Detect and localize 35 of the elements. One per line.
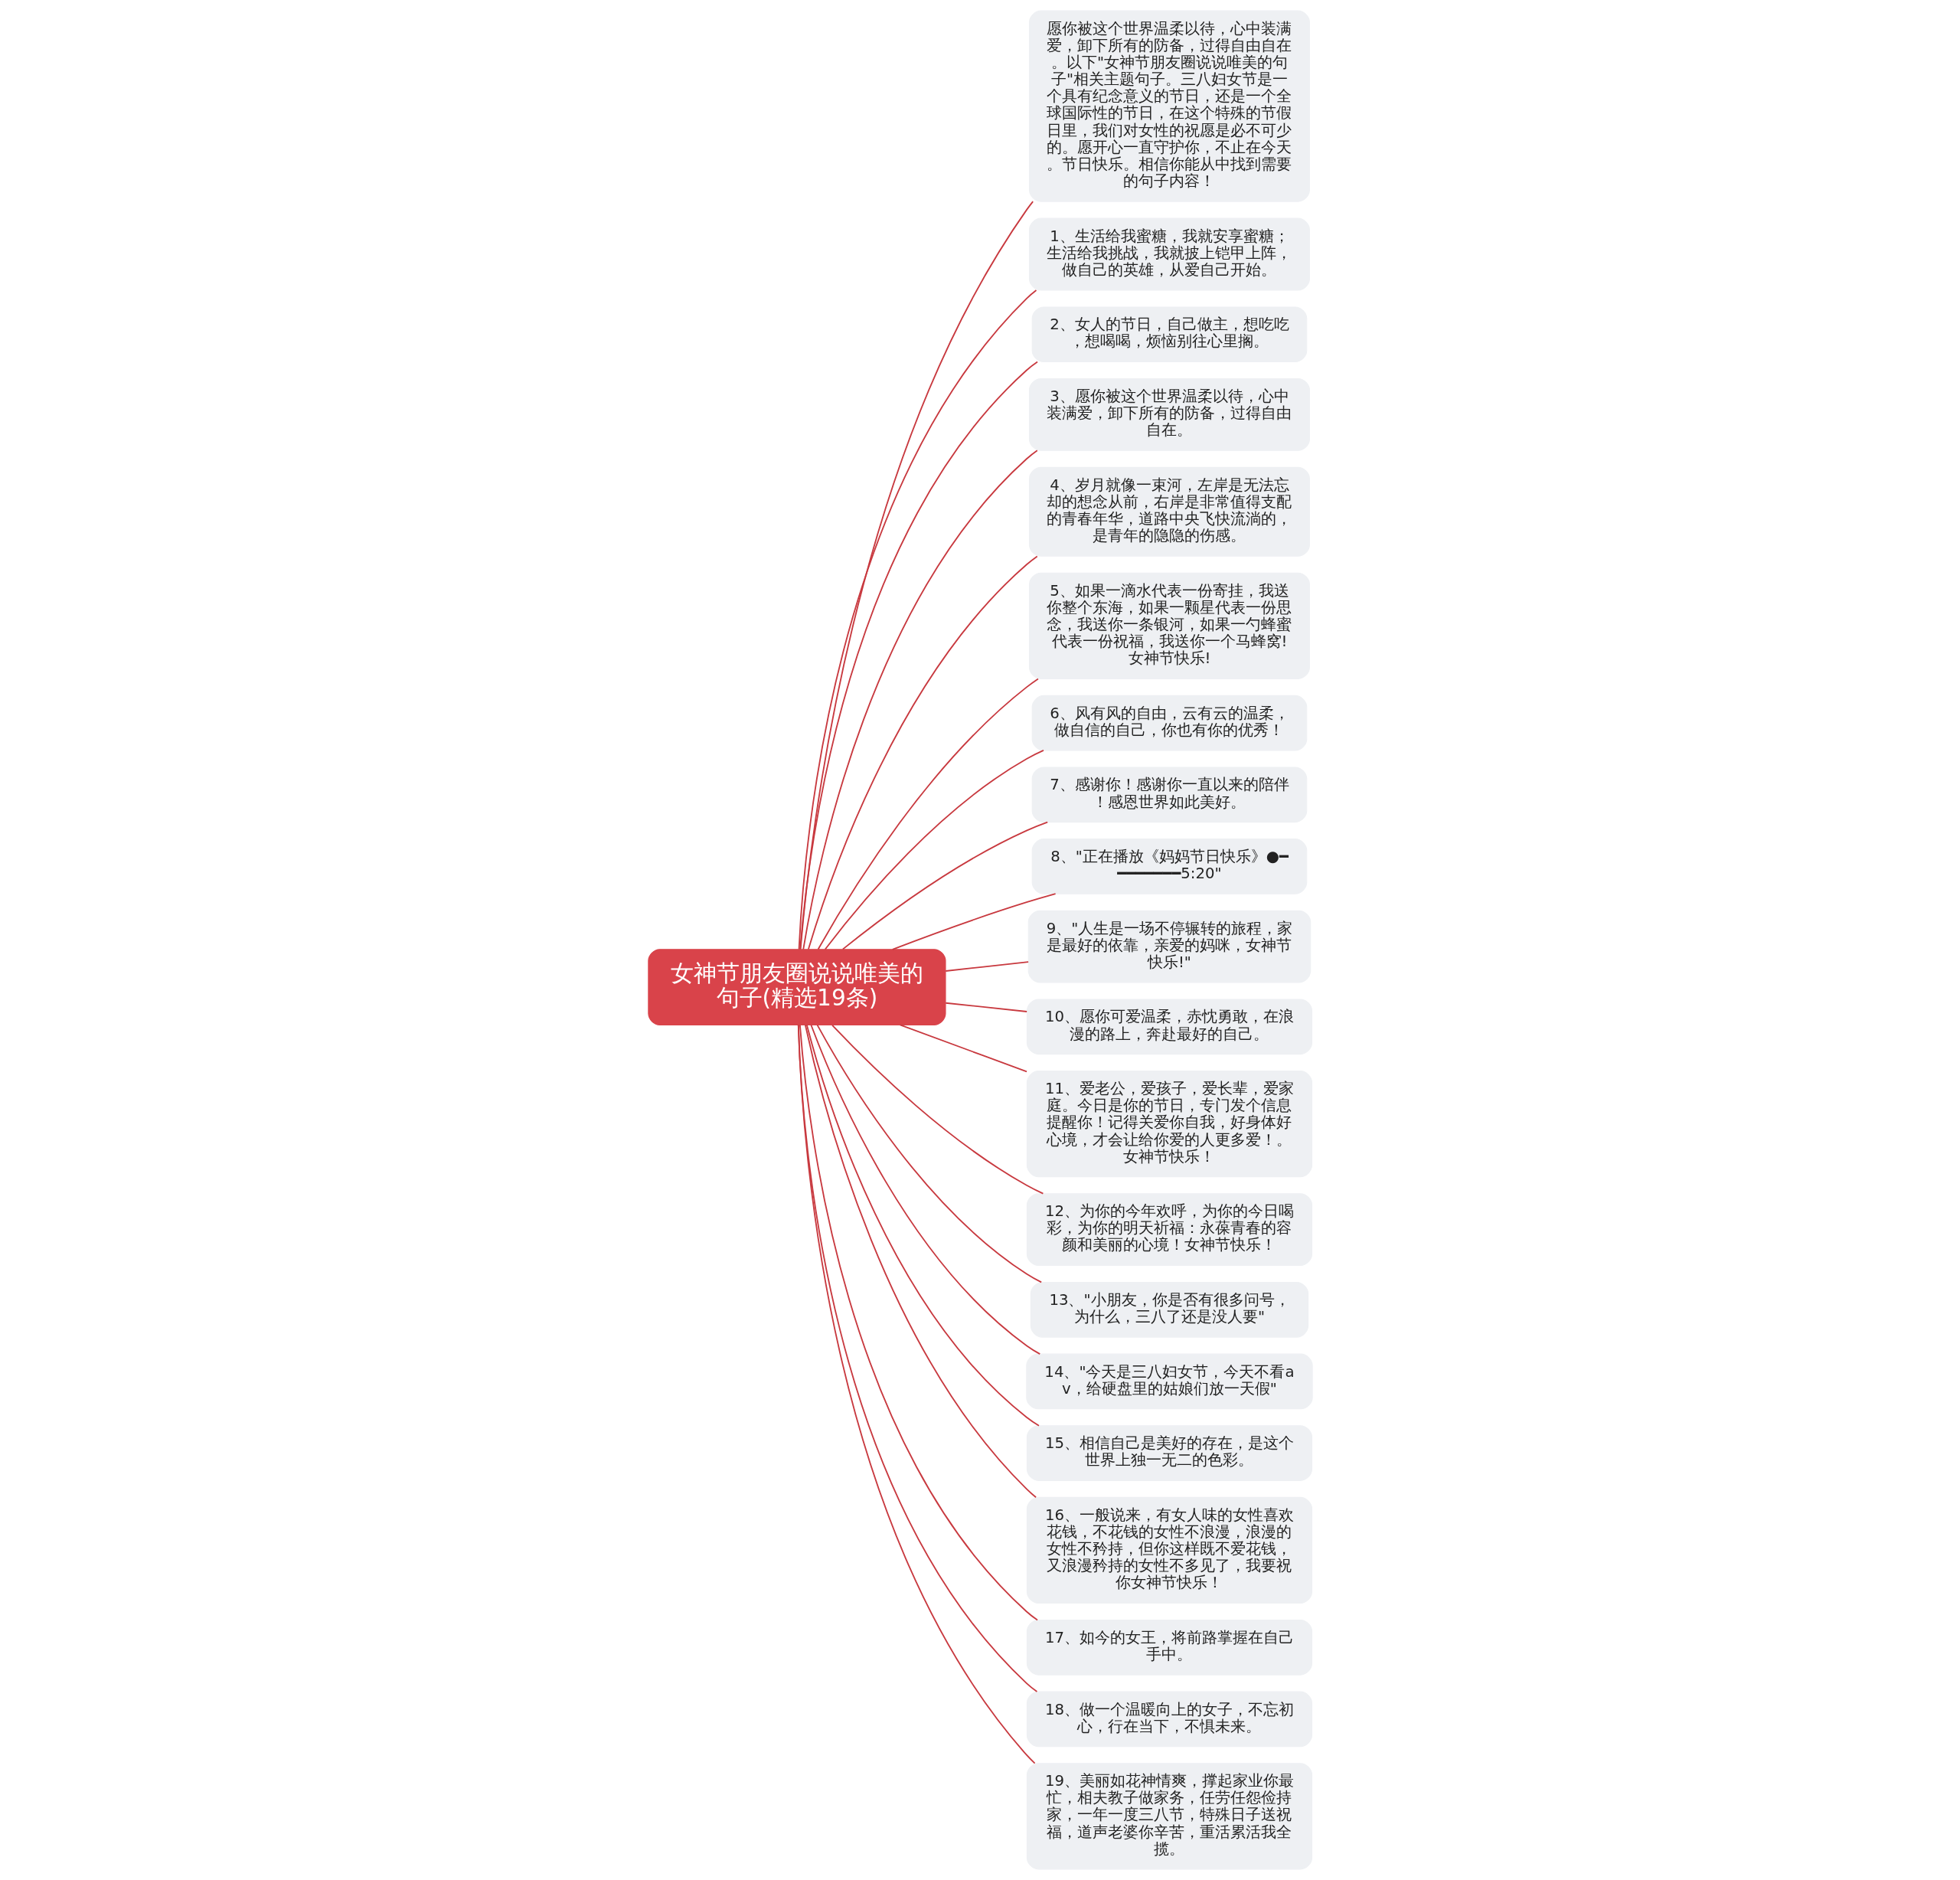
node-box: 15、相信自己是美好的存在，是这个世界上独一无二的色彩。 <box>1026 1425 1312 1481</box>
node-box: 4、岁月就像一束河，左岸是无法忘却的想念从前，右岸是非常值得支配的青春年华，道路中央飞快流淌的，是青年的隐隐的伤感。 <box>1028 466 1310 557</box>
node-box: 1、生活给我蜜糖，我就安享蜜糖；生活给我挑战，我就披上铠甲上阵，做自己的英雄，从爱自己开始。 <box>1028 217 1310 291</box>
node-box: 6、风有风的自由，云有云的温柔，做自信的自己，你也有你的优秀！ <box>1031 695 1307 751</box>
node-box: 13、"小朋友，你是否有很多问号，为什么，三八了还是没人要" <box>1030 1282 1308 1338</box>
connector <box>944 1002 1027 1012</box>
node-box: 8、"正在播放《妈妈节日快乐》●━━━━━━━━5:20" <box>1031 839 1307 894</box>
node-box: 19、美丽如花神情爽，撑起家业你最忙，相夫教子做家务，任劳任怨俭持家，一年一度三八节，特殊日子送祝福，道声老婆你辛苦，重活累活我全揽。 <box>1026 1763 1312 1870</box>
node-box: 女神节朋友圈说说唯美的句子(精选19条) <box>647 949 946 1025</box>
connector <box>824 750 1044 950</box>
node-box: 17、如今的女王，将前路掌握在自己手中。 <box>1026 1619 1312 1676</box>
connector <box>891 893 1057 950</box>
node-box: 2、女人的节日，自己做主，想吃吃，想喝喝，烦恼别往心里搁。 <box>1031 306 1307 363</box>
node-box: 12、为你的今年欢呼，为你的今日喝彩，为你的明天祈福：永葆青春的容颜和美丽的心境！女神节快乐！ <box>1026 1193 1312 1267</box>
node-box: 11、爱老公，爱孩子，爱长辈，爱家庭。今日是你的节日，专门发个信息提醒你！记得关爱你自我，好身体好心境，才会让给你爱的人更多爱！。女神节快乐！ <box>1026 1071 1312 1178</box>
connector <box>899 1024 1027 1073</box>
node-box: 7、感谢你！感谢你一直以来的陪伴！感恩世界如此美好。 <box>1031 767 1307 823</box>
connector <box>805 1024 1040 1427</box>
node-box: 18、做一个温暖向上的女子，不忘初心，行在当下，不惧未来。 <box>1026 1691 1312 1748</box>
node-box: 愿你被这个世界温柔以待，心中装满爱，卸下所有的防备，过得自由自在。以下"女神节朋友圈说说唯美的句子"相关主题句子。三八妇女节是一个具有纪念意义的节日，还是一个全球国际性的节日，在这个特殊的节假日里，我们对女性的祝愿是必不可少的。愿开心一直守护你，不止在今天。节日快乐。相信你能从中找到需要的句子内容！ <box>1028 10 1310 202</box>
node-box: 3、愿你被这个世界温柔以待，心中装满爱，卸下所有的防备，过得自由自在。 <box>1028 378 1310 451</box>
node-box: 16、一般说来，有女人味的女性喜欢花钱，不花钱的女性不浪漫，浪漫的女性不矜持，但你这样既不爱花钱，又浪漫矜持的女性不多见了，我要祝你女神节快乐！ <box>1026 1496 1312 1604</box>
node-box: 14、"今天是三八妇女节，今天不看av，给硬盘里的姑娘们放一天假" <box>1025 1353 1313 1410</box>
connector <box>809 1024 1040 1355</box>
connector <box>807 555 1038 950</box>
connector <box>804 1024 1037 1499</box>
node-box: 5、如果一滴水代表一份寄挂，我送你整个东海，如果一颗星代表一份思念，我送你一条银河，如果一勺蜂蜜代表一份祝福，我送你一个马蜂窝!女神节快乐! <box>1028 572 1310 679</box>
connector <box>944 961 1029 972</box>
node-box: 10、愿你可爱温柔，赤忱勇敢，在浪漫的路上，奔赴最好的自己。 <box>1026 999 1312 1055</box>
connector <box>802 450 1038 950</box>
connector <box>817 678 1039 950</box>
connector <box>831 1024 1044 1195</box>
connector <box>841 821 1048 950</box>
connector <box>816 1024 1042 1283</box>
node-box: 9、"人生是一场不停辗转的旅程，家是最好的依靠，亲爱的妈咪，女神节快乐!" <box>1027 910 1311 983</box>
